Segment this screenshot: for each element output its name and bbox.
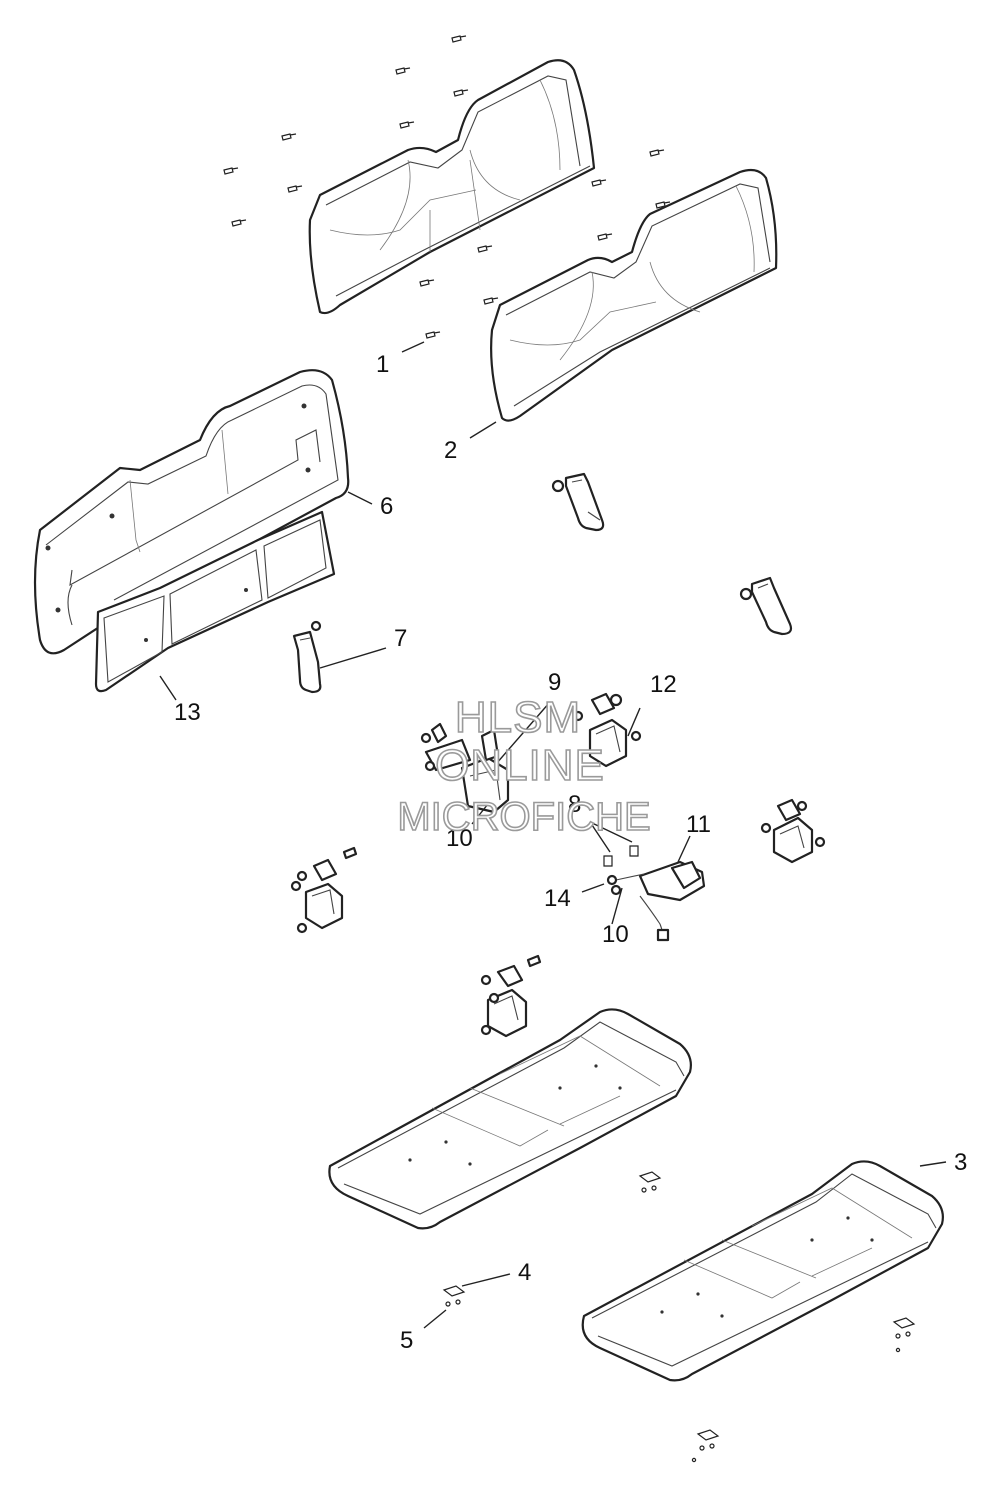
seat-back-panel [33,369,350,655]
seat-back-panel-insert [94,510,336,693]
bolts-8 [603,845,639,867]
anchor-bracket-upper-right [551,472,605,532]
callout-5: 5 [400,1327,413,1354]
callout-11: 11 [686,811,711,838]
callout-7: 7 [394,625,407,652]
callout-4: 4 [518,1259,531,1286]
anchor-bracket-left [292,620,322,694]
callout-12: 12 [650,671,677,698]
seat-bottom-cushion-lower [581,1160,944,1382]
callout-13: 13 [174,699,201,726]
seat-back-cushion-upper [308,59,596,315]
mounting-clips [442,1171,916,1463]
anchor-bracket-right [739,576,793,636]
callout-8: 8 [568,791,581,818]
leader-lines [159,341,947,1329]
buckle-assembly-11 [606,860,706,942]
callout-6: 6 [380,493,393,520]
callout-10-upper: 10 [446,825,473,852]
callout-9: 9 [548,669,561,696]
buckle-receiver-lower [480,954,542,1038]
seat-back-cushion-lower [490,168,778,422]
callout-3: 3 [954,1149,967,1176]
watermark-line-2: ONLINE [435,741,605,790]
seatbelt-anchor-brackets [292,472,793,694]
callout-2: 2 [444,437,457,464]
buckle-receiver-right [760,798,826,864]
buckle-receiver-left [290,846,358,934]
buckle-assembly-center-left [420,722,510,814]
callout-1: 1 [376,351,389,378]
seat-bottom-cushion-upper [328,1008,692,1230]
watermark-line-3: MICROFICHE [397,795,650,839]
callout-10-lower: 10 [602,921,629,948]
seatbelt-buckle-assemblies [290,692,826,1038]
callout-labels: 1 2 3 4 5 6 7 8 9 10 10 11 12 13 14 [174,351,967,1354]
screws [223,35,671,339]
buckle-receiver-12 [572,692,642,768]
watermark-line-1: HLSM [455,693,581,742]
callout-14: 14 [544,885,571,912]
watermark: HLSM ONLINE MICROFICHE [397,692,652,840]
